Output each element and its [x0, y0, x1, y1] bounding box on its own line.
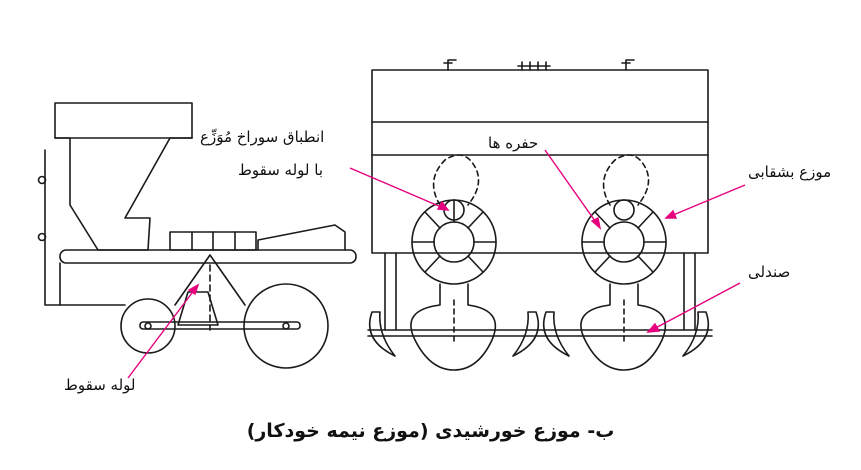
small-wheel	[120, 298, 176, 354]
pointer-lines	[127, 149, 746, 379]
label-drop-tube: لوله سقوط	[64, 376, 136, 394]
frame-vertical	[44, 149, 61, 306]
pointer-plate	[665, 184, 746, 219]
front-view-distributor	[367, 59, 713, 371]
side-view-planter	[37, 102, 357, 369]
figure-caption: ب- موزع خورشیدی (موزع نیمه خودکار)	[246, 420, 615, 442]
label-seed-hole-alignment-1: انطباق سوراخ مُوَزِّع	[200, 128, 325, 146]
label-plate-distributor: موزع بشقابی	[748, 163, 832, 181]
pointer-drop-tube	[127, 284, 199, 379]
label-seat: صندلی	[748, 263, 791, 281]
hopper	[54, 102, 193, 251]
pointer-alignment	[349, 167, 449, 211]
pointer-holes	[544, 149, 601, 229]
hitch-triangle	[174, 254, 246, 306]
left-distributor-disc	[368, 154, 540, 371]
label-seed-hole-alignment-2: با لوله سقوط	[238, 161, 323, 179]
pointer-seat	[647, 282, 741, 333]
right-distributor-disc	[542, 154, 710, 371]
hopper-box	[371, 69, 709, 254]
label-holes: حفره ها	[488, 134, 539, 152]
big-wheel	[243, 283, 329, 369]
